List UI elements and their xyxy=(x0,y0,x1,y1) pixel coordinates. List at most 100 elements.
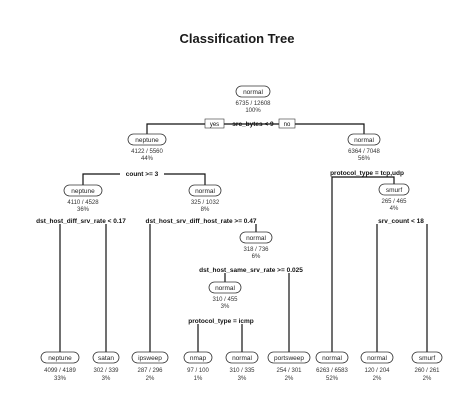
node-n4-counts: 4110 / 4528 xyxy=(67,200,99,206)
diagram-title: Classification Tree xyxy=(180,31,295,46)
node-n5-pct: 8% xyxy=(201,207,210,213)
split2-bg xyxy=(120,169,164,177)
node-n2-counts: 4122 / 5560 xyxy=(131,149,163,155)
leaf-5-counts: 310 / 335 xyxy=(229,368,255,374)
split7-bg xyxy=(372,216,430,224)
node-n4-pct: 36% xyxy=(77,207,90,213)
yes-box xyxy=(204,118,225,129)
node-n22-label: normal xyxy=(215,285,235,292)
leaf-ipsweep: ipsweep 287 / 296 2% xyxy=(131,351,169,382)
leaf-4-pct: 1% xyxy=(194,376,203,382)
leaf-2-pct: 3% xyxy=(102,376,111,382)
leaf-portsweep: portsweep 254 / 301 2% xyxy=(267,351,311,382)
leaf-6-box xyxy=(267,351,311,364)
node-root-label: normal xyxy=(243,89,263,96)
leaf-3-counts: 287 / 296 xyxy=(137,368,163,374)
node-n2-box xyxy=(127,133,167,146)
split3-condition: protocol_type = tcp,udp xyxy=(330,170,404,177)
leaf-neptune: neptune 4099 / 4189 33% xyxy=(40,351,80,382)
leaf-nodes: neptune 4099 / 4189 33% satan 302 / 339 … xyxy=(40,351,443,382)
leaf-6-counts: 254 / 301 xyxy=(276,368,302,374)
edge-n7-split xyxy=(376,221,428,357)
node-n22-counts: 310 / 455 xyxy=(212,297,238,303)
node-n11-box xyxy=(239,231,273,244)
node-normal-3: normal 318 / 736 6% xyxy=(239,231,273,260)
leaf-4-counts: 97 / 100 xyxy=(187,368,209,374)
node-normal-2: normal 325 / 1032 8% xyxy=(188,184,222,213)
leaf-9-label: smurf xyxy=(419,355,435,362)
node-n3-label: normal xyxy=(354,137,374,144)
leaf-3-box xyxy=(131,351,169,364)
split22-condition: protocol_type = icmp xyxy=(188,318,254,325)
node-n11-label: normal xyxy=(246,235,266,242)
yes-label: yes xyxy=(210,122,219,128)
split4-bg xyxy=(34,216,132,224)
leaf-normal-c: normal 120 / 204 2% xyxy=(360,351,394,382)
node-root-counts: 6735 / 12608 xyxy=(235,101,271,107)
leaf-normal-a: normal 310 / 335 3% xyxy=(225,351,259,382)
root-split-condition: src_bytes < 9 xyxy=(232,121,274,128)
leaf-7-counts: 6263 / 6583 xyxy=(316,368,348,374)
leaf-4-label: nmap xyxy=(190,355,207,362)
node-n5-label: normal xyxy=(195,188,215,195)
leaf-1-pct: 33% xyxy=(54,376,67,382)
node-n7-box xyxy=(378,183,410,196)
leaf-4-box xyxy=(183,351,213,364)
split11-condition: dst_host_same_srv_rate >= 0.025 xyxy=(199,267,303,274)
leaf-1-box xyxy=(40,351,80,364)
node-n4-label: neptune xyxy=(71,188,95,195)
split11-bg xyxy=(196,265,308,273)
node-n2-pct: 44% xyxy=(141,156,154,162)
leaf-6-label: portsweep xyxy=(274,355,304,362)
leaf-8-box xyxy=(360,351,394,364)
node-root-pct: 100% xyxy=(245,108,261,114)
node-n2-label: neptune xyxy=(135,137,159,144)
node-n4-box xyxy=(63,184,103,197)
leaf-9-counts: 260 / 261 xyxy=(414,368,440,374)
leaf-8-label: normal xyxy=(367,355,387,362)
leaf-2-box xyxy=(92,351,120,364)
node-root-box xyxy=(235,85,271,98)
leaf-6-pct: 2% xyxy=(285,376,294,382)
split2-condition: count >= 3 xyxy=(126,171,159,178)
leaf-5-pct: 3% xyxy=(238,376,247,382)
leaf-1-counts: 4099 / 4189 xyxy=(44,368,76,374)
split5-bg xyxy=(140,216,264,224)
no-label: no xyxy=(284,122,291,128)
node-n22-box xyxy=(208,281,242,294)
node-n3-counts: 6364 / 7048 xyxy=(348,149,380,155)
node-normal-1: normal 6364 / 7048 56% xyxy=(347,133,381,162)
node-n3-box xyxy=(347,133,381,146)
leaf-5-label: normal xyxy=(232,355,252,362)
node-n3-pct: 56% xyxy=(358,156,371,162)
node-n7-counts: 265 / 465 xyxy=(381,199,407,205)
root-split: yes src_bytes < 9 no xyxy=(204,118,296,129)
leaf-1-label: neptune xyxy=(48,355,72,362)
node-n5-counts: 325 / 1032 xyxy=(191,200,220,206)
leaf-7-pct: 52% xyxy=(326,376,339,382)
node-n22-pct: 3% xyxy=(221,304,230,310)
leaf-9-pct: 2% xyxy=(423,376,432,382)
leaf-8-counts: 120 / 204 xyxy=(364,368,390,374)
leaf-nmap: nmap 97 / 100 1% xyxy=(183,351,213,382)
no-box xyxy=(278,118,296,129)
split3-bg xyxy=(324,168,410,176)
edge-n4-split xyxy=(59,221,107,357)
node-n11-pct: 6% xyxy=(252,254,261,260)
node-n7-pct: 4% xyxy=(390,206,399,212)
node-neptune-1: neptune 4122 / 5560 44% xyxy=(127,133,167,162)
leaf-satan: satan 302 / 339 3% xyxy=(92,351,120,382)
split5-condition: dst_host_srv_diff_host_rate >= 0.47 xyxy=(146,218,257,225)
leaf-3-pct: 2% xyxy=(146,376,155,382)
leaf-9-box xyxy=(411,351,443,364)
leaf-normal-b: normal 6263 / 6583 52% xyxy=(315,351,349,382)
node-n7-label: smurf xyxy=(386,187,402,194)
node-smurf-1: smurf 265 / 465 4% xyxy=(378,183,410,212)
leaf-3-label: ipsweep xyxy=(138,355,162,362)
split22-bg xyxy=(180,316,262,324)
leaf-smurf: smurf 260 / 261 2% xyxy=(411,351,443,382)
node-neptune-2: neptune 4110 / 4528 36% xyxy=(63,184,103,213)
leaf-5-box xyxy=(225,351,259,364)
edge-n3-split xyxy=(331,176,395,357)
